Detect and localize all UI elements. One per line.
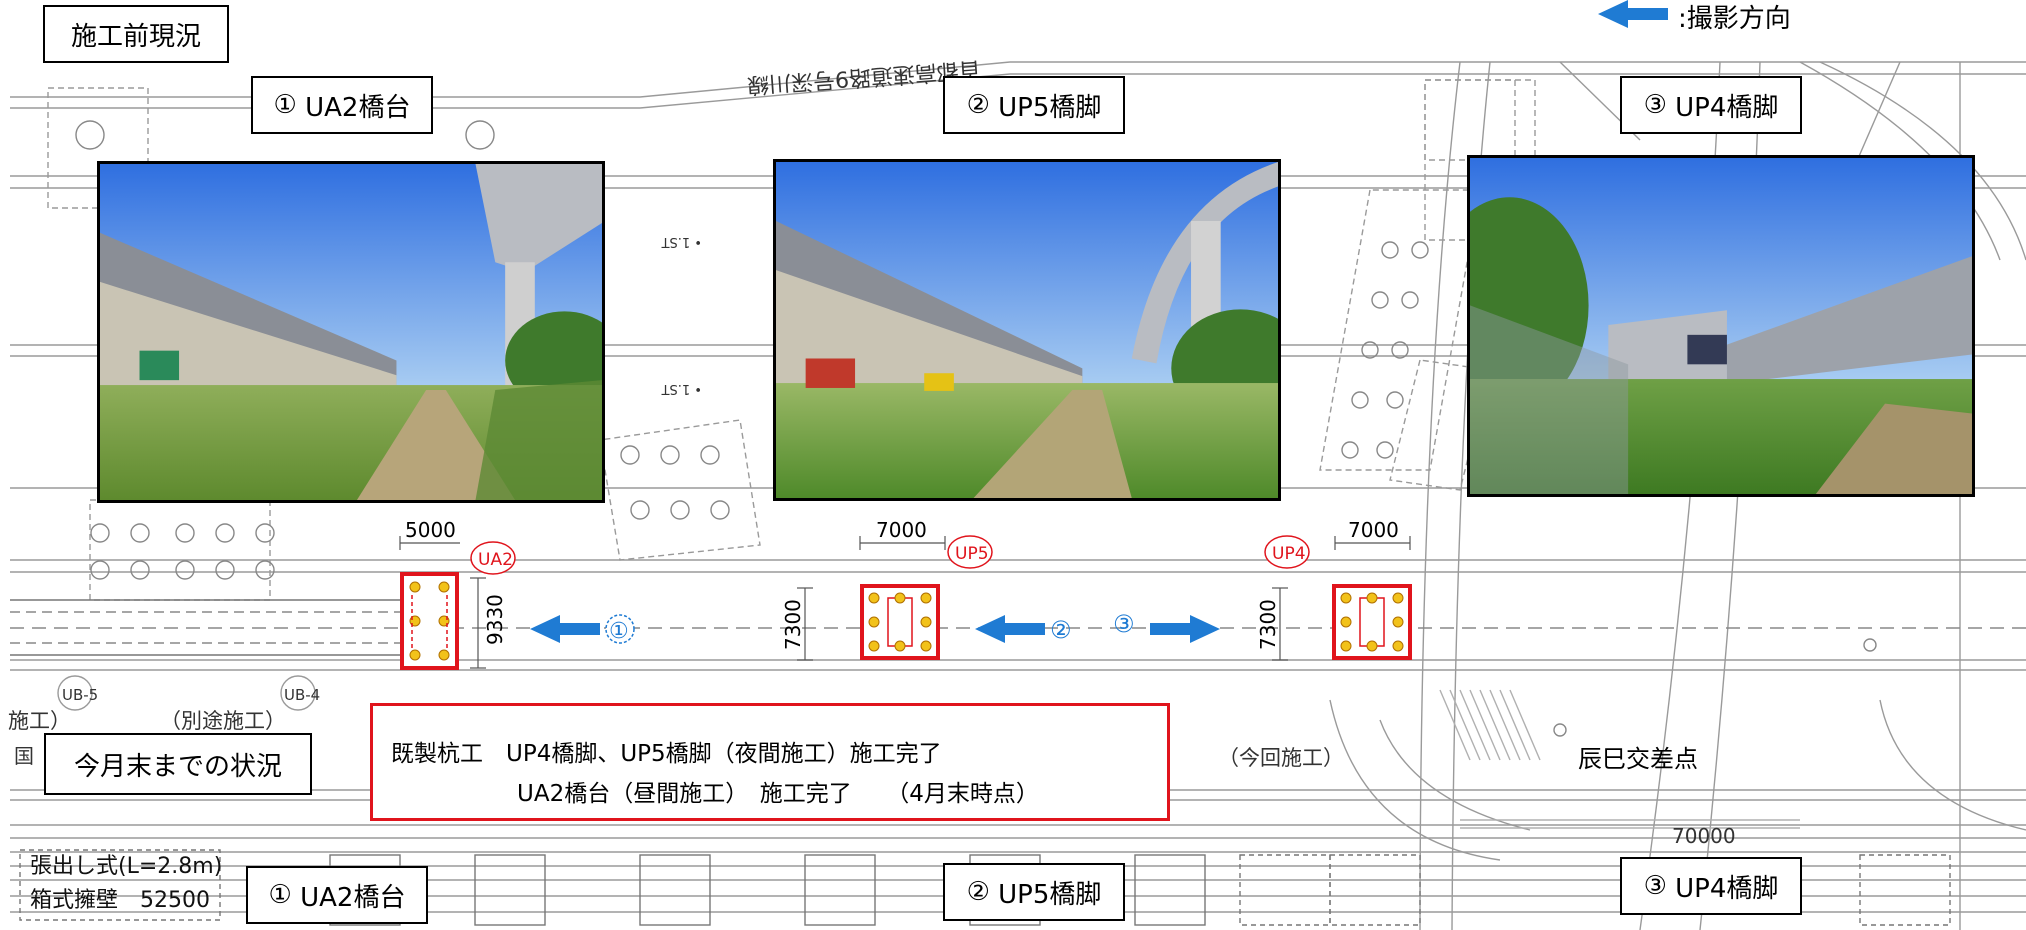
- legend-arrow-icon: [1598, 0, 1668, 28]
- photo-label-1-name: UA2橋台: [305, 92, 411, 123]
- photo-label-2-name: UP5橋脚: [998, 92, 1102, 123]
- photo-label-3: ③ UP4橋脚: [1620, 76, 1802, 134]
- photo-label-3-num: ③: [1643, 90, 1667, 120]
- intersection-label: 辰巳交差点: [1578, 745, 1698, 773]
- dim-ua2-width: 5000: [405, 518, 456, 542]
- dim-up5-width: 7000: [876, 518, 927, 542]
- page-title-text: 施工前現況: [70, 21, 201, 52]
- elevation-label-1: • 1.ST: [662, 234, 702, 249]
- photo-label-1: ① UA2橋台: [251, 76, 433, 134]
- bottom-label-3-name: UP4橋脚: [1675, 873, 1779, 904]
- direction-arrow-3: ③: [1113, 610, 1220, 643]
- dim-up4-width: 7000: [1348, 518, 1399, 542]
- up4-pier-plan: [1332, 584, 1412, 660]
- bottom-label-3-num: ③: [1643, 871, 1667, 901]
- status-line-1: 既製杭工 UP4橋脚、UP5橋脚（夜間施工）施工完了: [391, 741, 942, 767]
- photo-ua2-abutment: [97, 161, 605, 503]
- wall-label-2: 箱式擁壁 52500: [30, 888, 210, 913]
- dim-70000-label: 70000: [1672, 824, 1736, 848]
- status-title: 今月末までの状況: [44, 733, 312, 795]
- bottom-label-2-num: ②: [966, 877, 990, 907]
- up5-pier-plan: [860, 584, 940, 660]
- separate-work-label: （別途施工）: [160, 709, 286, 733]
- direction-marker-1: ①: [609, 619, 629, 644]
- photo-label-3-name: UP4橋脚: [1675, 92, 1779, 123]
- photo-label-2-num: ②: [966, 90, 990, 120]
- dim-ua2-height: 9330: [483, 594, 507, 645]
- bottom-label-2-name: UP5橋脚: [998, 879, 1102, 910]
- this-work-label: （今回施工）: [1218, 746, 1344, 770]
- photo-label-1-num: ①: [273, 90, 297, 120]
- bottom-label-1-name: UA2橋台: [300, 882, 406, 913]
- direction-arrow-2: ②: [975, 615, 1072, 644]
- bottom-label-1: ① UA2橋台: [246, 866, 428, 924]
- elevation-label-2: • 1.ST: [662, 381, 702, 396]
- kuni-label: 国: [14, 744, 34, 768]
- status-title-text: 今月末までの状況: [73, 751, 282, 782]
- dim-up4-height: 7300: [1256, 599, 1280, 650]
- up4-pier-tag: UP4: [1272, 544, 1306, 564]
- bottom-label-3: ③ UP4橋脚: [1620, 857, 1802, 915]
- direction-marker-2: ②: [1050, 616, 1072, 644]
- direction-marker-3: ③: [1113, 610, 1135, 638]
- ua2-abutment-plan: [400, 572, 459, 670]
- separate-work-left-label: 施工）: [8, 709, 71, 733]
- photo-up5-pier: [773, 159, 1281, 501]
- status-line-2: UA2橋台（昼間施工） 施工完了 （4月末時点）: [517, 781, 1039, 807]
- page-title: 施工前現況: [43, 5, 229, 63]
- up5-pier-tag: UP5: [955, 544, 989, 564]
- ub5-label: UB-5: [62, 686, 98, 704]
- photo-label-2: ② UP5橋脚: [943, 76, 1125, 134]
- bottom-label-2: ② UP5橋脚: [943, 863, 1125, 921]
- ub4-label: UB-4: [284, 686, 320, 704]
- wall-label-1: 張出し式(L=2.8m): [30, 854, 222, 879]
- direction-arrow-1: ①: [530, 614, 635, 644]
- status-description-box: 既製杭工 UP4橋脚、UP5橋脚（夜間施工）施工完了 UA2橋台（昼間施工） 施…: [370, 703, 1170, 821]
- photo-up4-pier: [1467, 155, 1975, 497]
- dim-up5-height: 7300: [781, 599, 805, 650]
- legend-label: :撮影方向: [1678, 4, 1791, 34]
- bottom-label-1-num: ①: [268, 880, 292, 910]
- ua2-pier-tag: UA2: [478, 550, 513, 570]
